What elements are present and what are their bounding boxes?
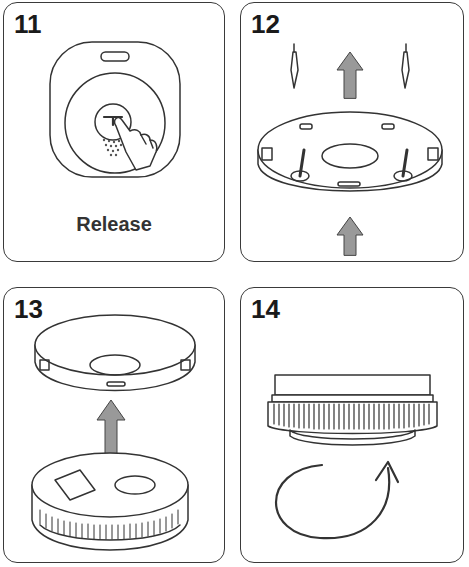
detector-front [50,42,180,177]
plate-from-below [35,315,195,391]
detector-side [268,375,437,445]
step-number: 11 [14,9,42,40]
step-number: 13 [14,294,43,325]
mounting-plate [258,112,442,191]
detector-top [32,453,188,550]
step-panel: 11Release [3,2,225,262]
step-caption: Release [4,213,224,236]
step-number: 14 [251,294,280,325]
up-arrows [337,52,363,255]
step-panel: 12 [240,2,464,262]
twist-arrow [276,462,398,538]
step-number: 12 [251,9,280,40]
step-panel: 14 [240,287,464,563]
step-panel: 13 [3,287,225,563]
